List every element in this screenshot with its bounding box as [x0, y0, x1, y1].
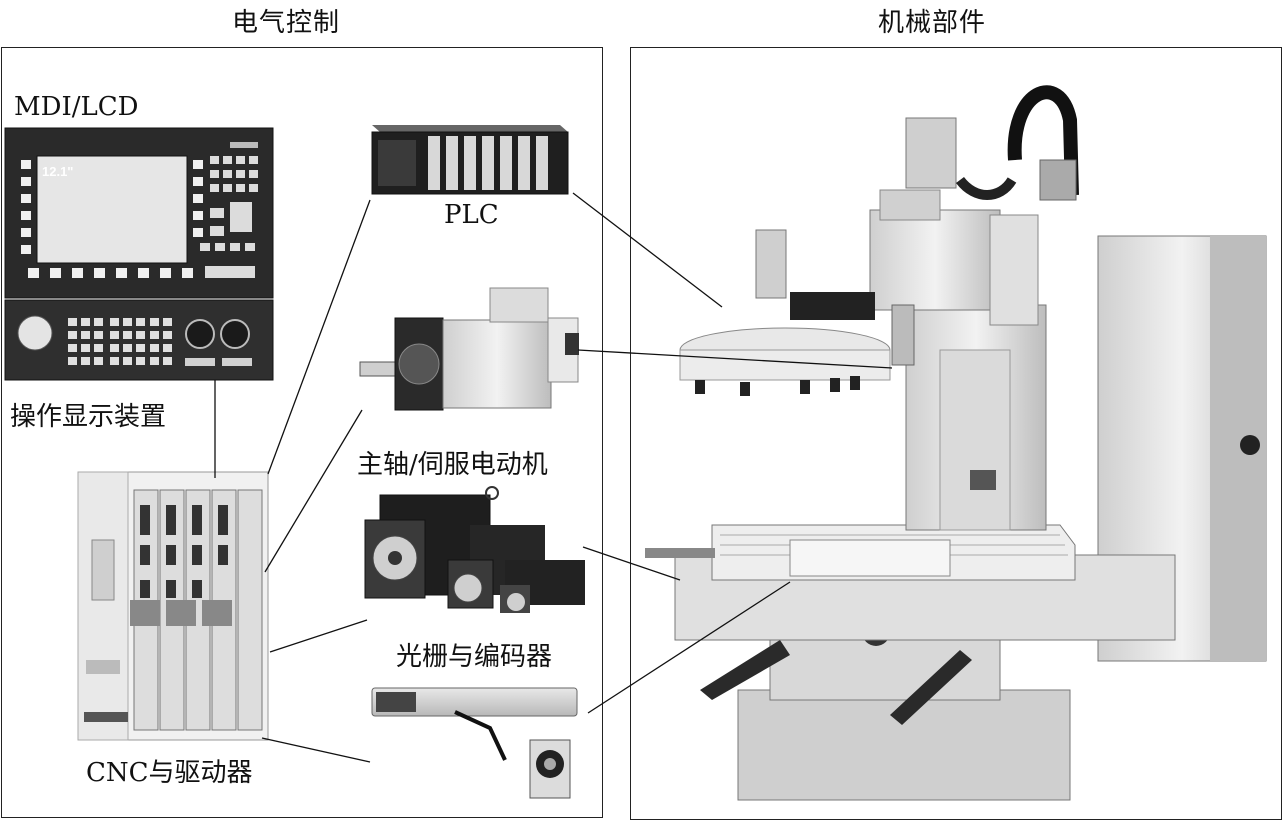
heading-electrical-control: 电气控制	[232, 8, 341, 38]
heading-mechanical-parts: 机械部件	[878, 8, 987, 38]
lcd-screen-size: 12.1"	[42, 164, 73, 179]
cnc-drive-rack	[77, 471, 269, 741]
milling-machine	[645, 85, 1267, 801]
label-spindle-servo-motor: 主轴/伺服电动机	[357, 450, 548, 480]
mechanical-parts-panel	[630, 47, 1282, 820]
linear-scale-encoder	[371, 687, 578, 799]
label-plc: PLC	[444, 200, 499, 230]
plc-unit	[371, 125, 569, 195]
machine-control-panel	[4, 299, 274, 381]
electrical-control-panel	[1, 47, 603, 818]
servo-motors	[364, 486, 585, 613]
label-cnc-driver: CNC与驱动器	[86, 758, 253, 788]
label-operator-display: 操作显示装置	[10, 402, 167, 432]
label-scale-encoder: 光栅与编码器	[396, 642, 553, 672]
connector-lines	[214, 192, 893, 763]
label-mdi-lcd: MDI/LCD	[14, 92, 139, 122]
lcd-mdi-panel	[4, 127, 274, 299]
spindle-motor	[359, 287, 579, 411]
